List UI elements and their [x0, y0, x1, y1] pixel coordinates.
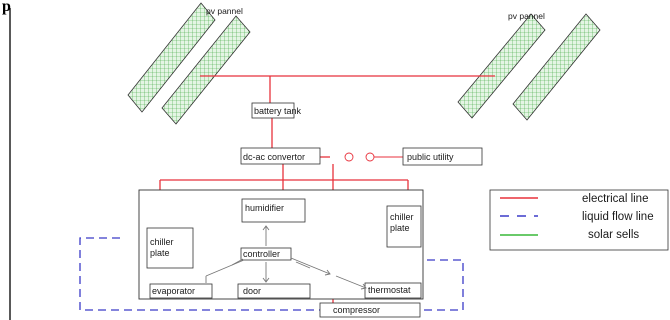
- thermostat-label: thermostat: [368, 285, 411, 295]
- humidifier-label: humidifier: [245, 203, 284, 213]
- compressor-label: compressor: [333, 305, 380, 315]
- controller-arrows: [205, 225, 367, 290]
- compressor-box: [319, 302, 421, 318]
- pv-panel-left: [127, 2, 251, 125]
- battery-tank-label: battery tank: [254, 106, 302, 116]
- utility-connector: [344, 152, 403, 162]
- chiller-plate-left-box: [146, 227, 194, 269]
- door-box: [237, 283, 311, 299]
- legend-box: [489, 189, 669, 251]
- legend-label-solar: solar sells: [588, 229, 639, 241]
- dc-ac-convertor-label: dc-ac convertor: [243, 152, 305, 162]
- pv-panel-left-label: pv pannel: [206, 6, 243, 16]
- humidifier-box: [241, 198, 306, 223]
- liquid-flow-lines: [79, 237, 464, 311]
- legend-label-electrical: electrical line: [582, 193, 648, 205]
- public-utility-box: [402, 147, 483, 166]
- thermostat-box: [364, 282, 422, 299]
- evaporator-label: evaporator: [152, 286, 195, 296]
- heading-fragment: p: [2, 0, 11, 15]
- chiller-plate-right-label-line1: chiller: [390, 212, 414, 222]
- legend-label-liquid: liquid flow line: [582, 211, 654, 223]
- pv-panel-right: [457, 13, 601, 121]
- chiller-plate-right-box: [386, 205, 422, 248]
- public-utility-label: public utility: [407, 152, 454, 162]
- dc-ac-convertor-box: [240, 147, 321, 165]
- pv-panel-right-label: pv pannel: [508, 11, 545, 21]
- controller-box: [240, 247, 292, 261]
- legend: electrical line liquid flow line solar s…: [489, 189, 669, 251]
- chiller-plate-left-label-line2: plate: [150, 248, 170, 258]
- chiller-plate-left-label-line1: chiller: [150, 237, 174, 247]
- evaporator-box: [149, 283, 213, 299]
- battery-tank-box: [251, 102, 295, 119]
- chiller-plate-right-label-line2: plate: [390, 223, 410, 233]
- door-label: door: [243, 286, 261, 296]
- controller-label: controller: [243, 249, 280, 259]
